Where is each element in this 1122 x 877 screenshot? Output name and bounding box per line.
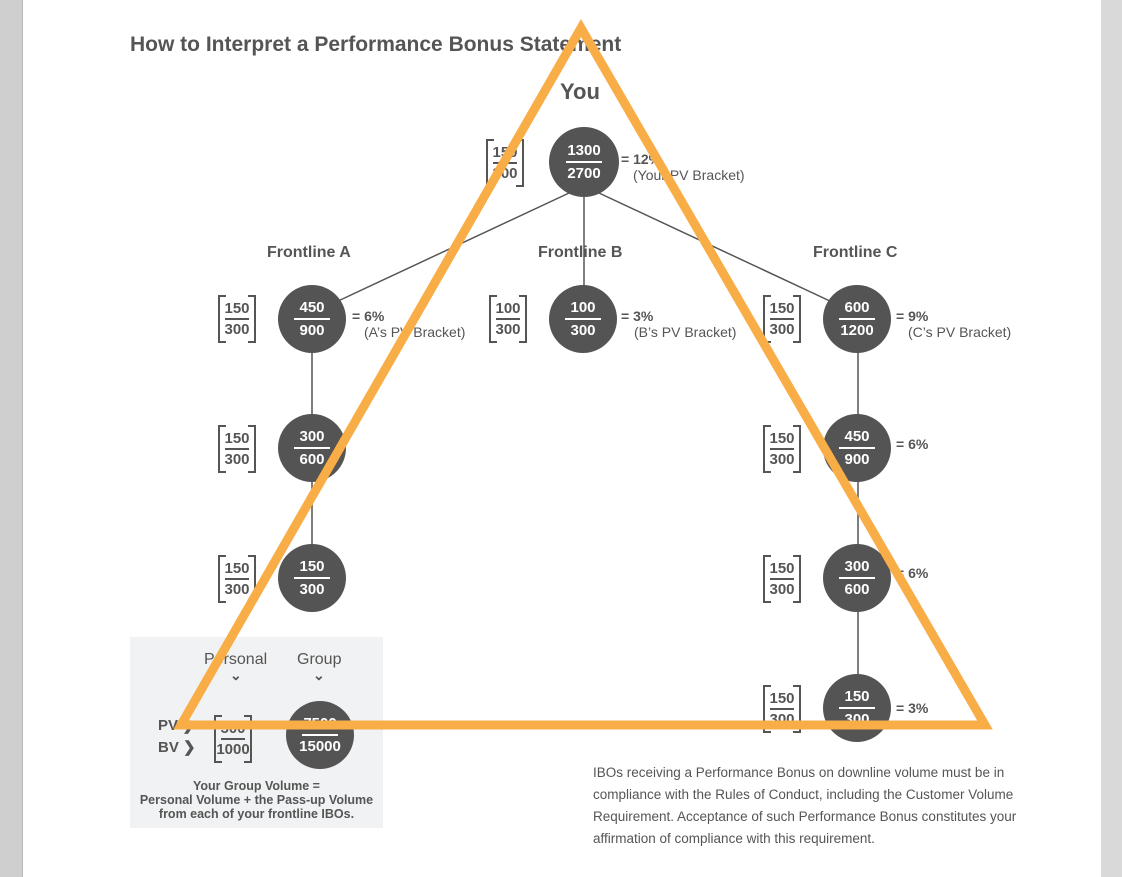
b1-pct: = 3%	[621, 308, 654, 324]
chevron-right-icon: ❯	[183, 739, 196, 756]
a1-bracket-note: (A’s PV Bracket)	[364, 324, 466, 340]
chevron-right-icon: ❯	[182, 717, 195, 734]
frontline-c-heading: Frontline C	[813, 244, 898, 261]
c3-pct: = 6%	[896, 565, 929, 581]
chevron-down-icon: ⌄	[313, 667, 325, 683]
c1-bracket-note: (C’s PV Bracket)	[908, 324, 1012, 340]
legend-pv-axis: PV ❯	[158, 717, 195, 734]
legend-note: Your Group Volume = Personal Volume + th…	[139, 779, 374, 821]
a1-pct: = 6%	[352, 308, 385, 324]
legend-bv-axis: BV ❯	[158, 739, 196, 756]
c1-pct: = 9%	[896, 308, 929, 324]
chevron-down-icon: ⌄	[230, 667, 242, 683]
b1-bracket-note: (B’s PV Bracket)	[634, 324, 737, 340]
you-pct: = 12%	[621, 151, 662, 167]
c4-pct: = 3%	[896, 700, 929, 716]
frontline-a-heading: Frontline A	[267, 244, 351, 261]
compliance-disclaimer: IBOs receiving a Performance Bonus on do…	[593, 765, 1017, 846]
you-bracket-note: (Your PV Bracket)	[633, 167, 745, 183]
frontline-b-heading: Frontline B	[538, 244, 623, 261]
c2-pct: = 6%	[896, 436, 929, 452]
viewer-margin	[1101, 0, 1122, 877]
